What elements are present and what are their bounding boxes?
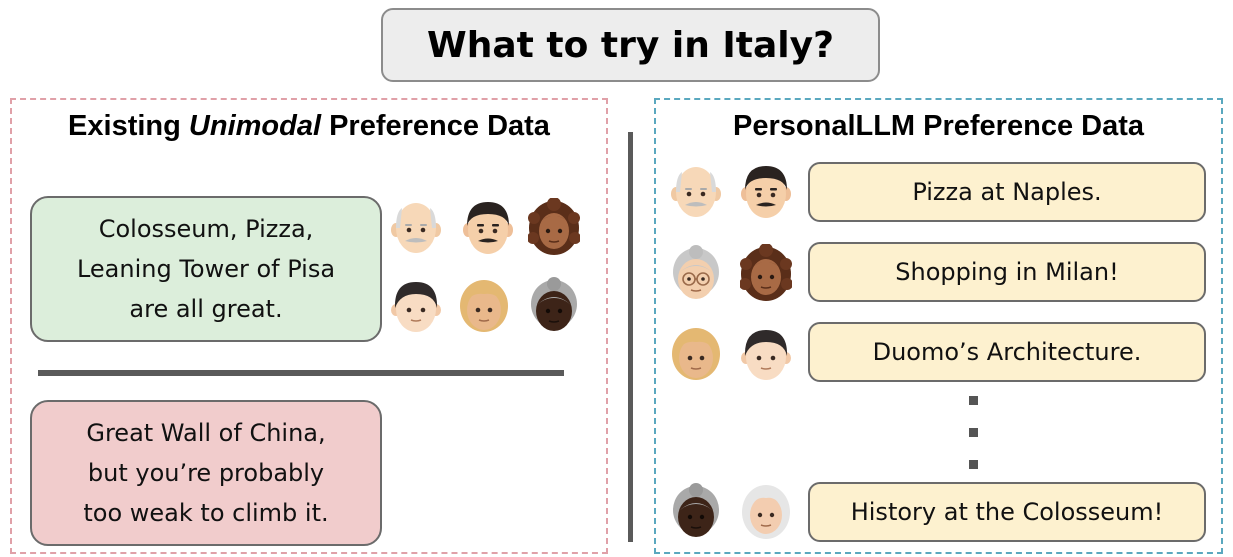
old-woman-dark-icon bbox=[528, 276, 580, 334]
rejected-line: too weak to climb it. bbox=[83, 499, 329, 527]
horizontal-divider bbox=[38, 370, 564, 376]
preferred-response-bubble: Colosseum, Pizza, Leaning Tower of Pisa … bbox=[30, 196, 382, 342]
option-row: Duomo’s Architecture. bbox=[808, 322, 1206, 382]
woman-curly-dark-icon bbox=[528, 198, 580, 256]
old-man-icon bbox=[670, 162, 722, 220]
unimodal-panel: Existing Unimodal Preference Data Coloss… bbox=[10, 98, 608, 554]
old-man-icon bbox=[390, 198, 442, 256]
title-emphasis: Unimodal bbox=[188, 110, 322, 142]
boy-icon bbox=[390, 276, 442, 334]
unimodal-panel-title: Existing Unimodal Preference Data bbox=[12, 110, 606, 143]
white-haired-woman-icon bbox=[740, 482, 792, 540]
old-woman-dark-icon bbox=[670, 482, 722, 540]
option-row: History at the Colosseum! bbox=[808, 482, 1206, 542]
title-suffix: Preference Data bbox=[321, 110, 550, 142]
question-title: What to try in Italy? bbox=[381, 8, 880, 82]
option-row: Shopping in Milan! bbox=[808, 242, 1206, 302]
ellipsis-dot bbox=[969, 460, 978, 469]
vertical-divider bbox=[628, 132, 633, 542]
personalllm-panel: PersonalLLM Preference Data Pizza at Nap… bbox=[654, 98, 1223, 554]
old-woman-icon bbox=[670, 244, 722, 302]
title-prefix: Existing bbox=[68, 110, 189, 142]
preferred-line: Leaning Tower of Pisa bbox=[76, 255, 336, 283]
ellipsis-dot bbox=[969, 396, 978, 405]
preferred-line: are all great. bbox=[129, 295, 283, 323]
personalllm-panel-title: PersonalLLM Preference Data bbox=[733, 110, 1144, 142]
man-icon bbox=[462, 198, 514, 256]
option-row: Pizza at Naples. bbox=[808, 162, 1206, 222]
rejected-line: Great Wall of China, bbox=[86, 419, 326, 447]
man-icon bbox=[740, 162, 792, 220]
boy-icon bbox=[740, 324, 792, 382]
woman-curly-dark-icon bbox=[740, 244, 792, 302]
ellipsis-dot bbox=[969, 428, 978, 437]
blonde-person-icon bbox=[458, 276, 510, 334]
blonde-person-icon bbox=[670, 324, 722, 382]
rejected-line: but you’re probably bbox=[87, 459, 325, 487]
rejected-response-bubble: Great Wall of China, but you’re probably… bbox=[30, 400, 382, 546]
preferred-line: Colosseum, Pizza, bbox=[98, 215, 314, 243]
